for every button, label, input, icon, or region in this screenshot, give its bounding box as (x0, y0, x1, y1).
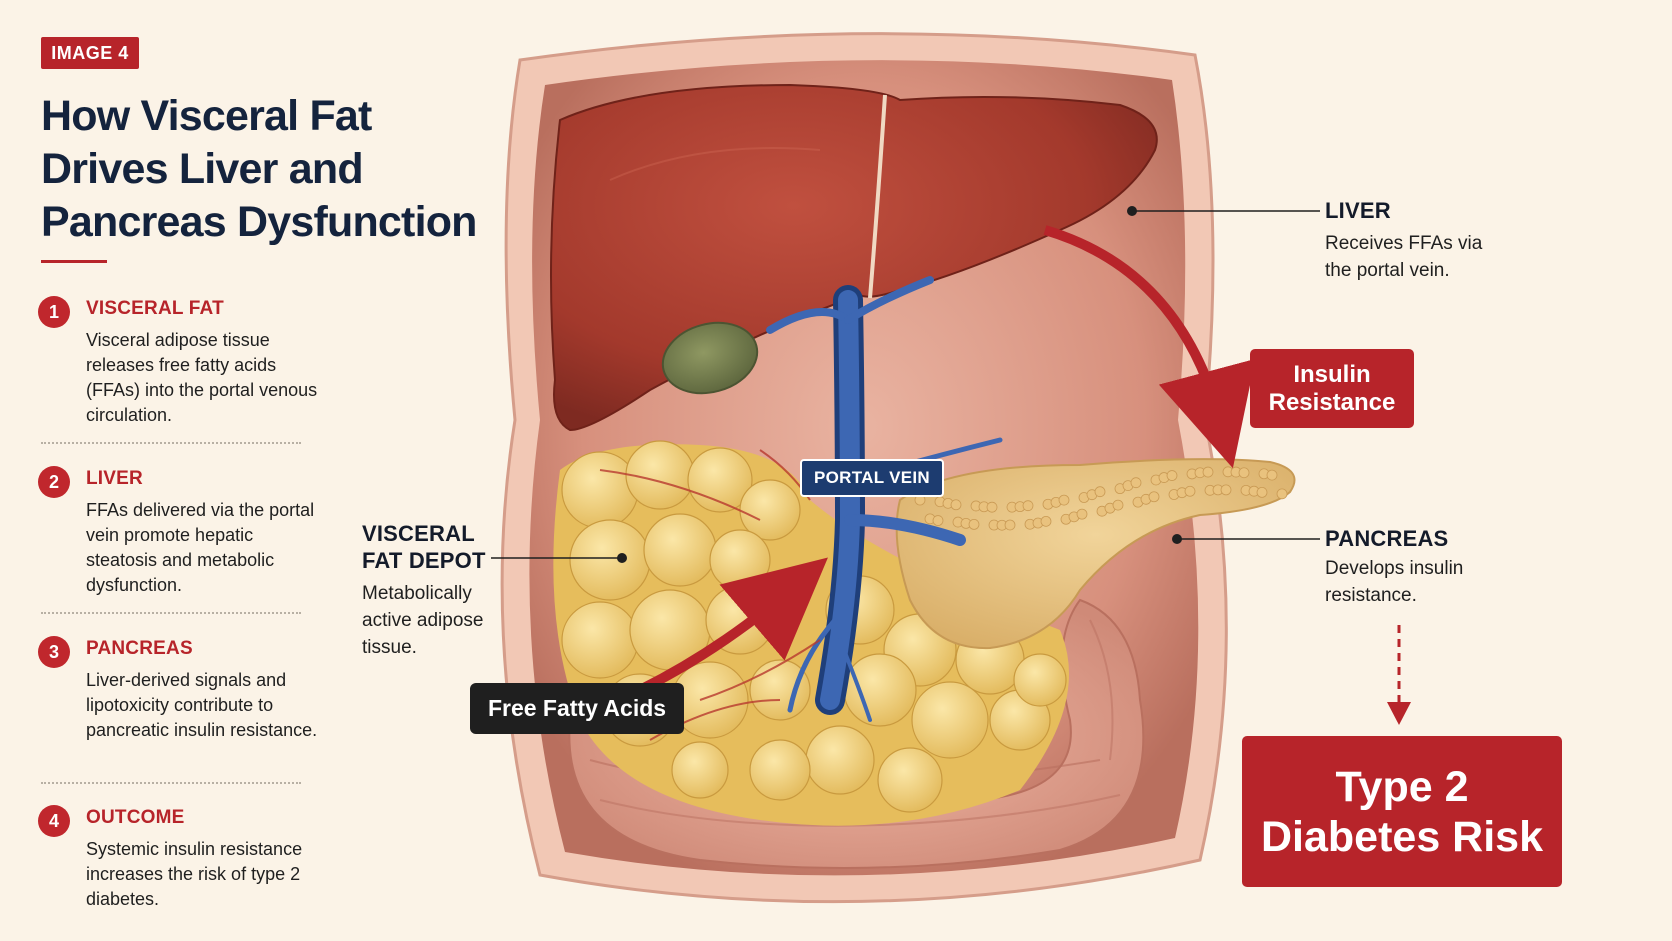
leader-dots (617, 206, 1182, 563)
pancreas-lobule (1220, 484, 1232, 496)
step-number: 2 (38, 466, 70, 498)
step-number: 1 (38, 296, 70, 328)
fat-lobule (877, 747, 943, 813)
pancreas-lobule (1184, 485, 1196, 497)
step-heading: LIVER (86, 468, 143, 489)
step-heading: VISCERAL FAT (86, 298, 224, 319)
portal-vein-label: PORTAL VEIN (800, 459, 944, 497)
pancreas-lobule (1148, 491, 1160, 503)
gallbladder (661, 321, 759, 395)
insulin-resistance-label: Insulin Resistance (1250, 349, 1414, 428)
fat-lobule (625, 440, 695, 510)
pancreas-lobule (950, 499, 962, 511)
leader-lines (491, 210, 1320, 559)
pancreas-lobule (1022, 500, 1034, 512)
fat-lobule (671, 741, 729, 799)
pancreas-lobule (1004, 519, 1016, 531)
fat-lobule (1013, 653, 1067, 707)
step-heading: PANCREAS (86, 638, 193, 659)
page-title: How Visceral Fat Drives Liver and Pancre… (41, 92, 477, 246)
step-description: Liver-derived signals and lipotoxicity c… (86, 670, 318, 740)
pancreas-lobule (968, 518, 980, 530)
fat-lobule (709, 529, 771, 591)
pancreas-lobule (1040, 515, 1052, 527)
pancreas-lobule (986, 501, 998, 513)
pancreas-lobule (1112, 499, 1124, 511)
fat-lobule (643, 513, 717, 587)
step-description: Systemic insulin resistance increases th… (86, 839, 303, 909)
fat-lobule (561, 601, 639, 679)
title-underline (41, 260, 107, 263)
free-fatty-acids-label: Free Fatty Acids (470, 683, 684, 734)
liver-to-pancreas-arrow (1043, 225, 1256, 469)
pancreas-label-heading: PANCREAS (1325, 526, 1449, 551)
step-number: 4 (38, 805, 70, 837)
pancreas-lobule (1130, 477, 1142, 489)
pancreas-lobule (1276, 488, 1288, 500)
step-description: Visceral adipose tissue releases free fa… (86, 330, 318, 425)
pancreas-lobule (1238, 467, 1250, 479)
liver-label-text: Receives FFAs via the portal vein. (1325, 233, 1483, 281)
step-divider (41, 442, 301, 444)
visceral-fat-label-heading: VISCERAL FAT DEPOT (362, 521, 486, 573)
step-divider (41, 612, 301, 614)
liver-label-heading: LIVER (1325, 198, 1391, 223)
fat-lobule (911, 681, 989, 759)
fat-lobule (805, 725, 875, 795)
step-number: 3 (38, 636, 70, 668)
fat-lobule (561, 451, 639, 529)
pancreas-lobule (1058, 494, 1070, 506)
diabetes-risk-label: Type 2 Diabetes Risk (1242, 736, 1562, 887)
pancreas-lobule (1256, 486, 1268, 498)
step-divider (41, 782, 301, 784)
pancreas-lobule (1266, 469, 1278, 481)
dashed-arrow-head (1387, 702, 1411, 725)
pancreas-lobule (1076, 508, 1088, 520)
fat-lobule (843, 653, 917, 727)
ffa-to-portal-arrow (637, 557, 828, 695)
step-description: FFAs delivered via the portal vein promo… (86, 500, 315, 595)
pancreas-lobule (1202, 466, 1214, 478)
step-heading: OUTCOME (86, 807, 185, 828)
pancreas-lobule (1166, 470, 1178, 481)
image-badge: IMAGE 4 (41, 37, 139, 69)
pancreas-texture (914, 466, 1288, 531)
pancreas-lobule (1094, 486, 1106, 498)
pancreas-label-text: Develops insulin resistance. (1325, 558, 1464, 606)
visceral-fat-label-text: Metabolically active adipose tissue. (362, 583, 484, 658)
fat-lobule (749, 739, 811, 801)
pancreas-lobule (932, 515, 944, 526)
fat-lobule (569, 519, 651, 601)
